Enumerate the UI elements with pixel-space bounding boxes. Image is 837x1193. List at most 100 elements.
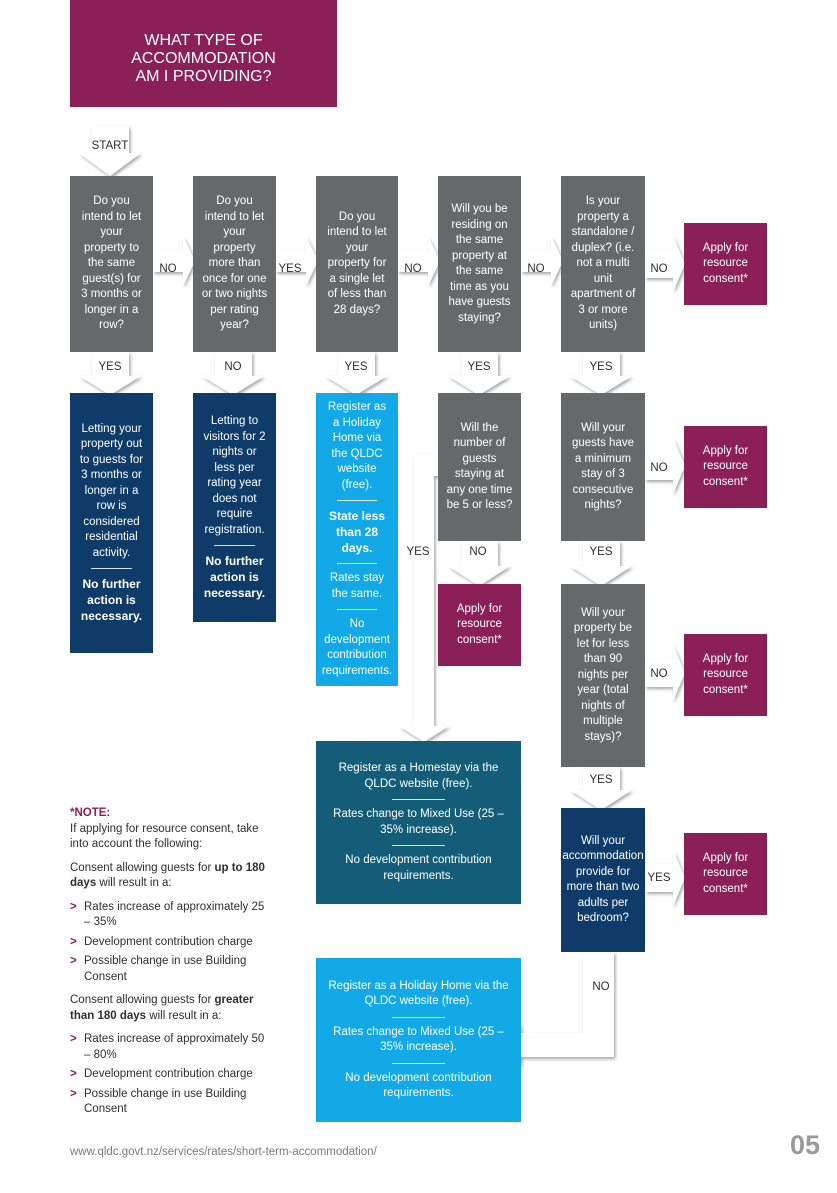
outcome-text: No development contribution requirements… <box>321 618 393 677</box>
question-text: Will you be residing on the same propert… <box>448 203 511 324</box>
divider <box>336 609 378 610</box>
label-no: NO <box>650 263 668 275</box>
label-yes: YES <box>344 361 368 373</box>
question-guest-numbers: Will the number of guests staying at any… <box>438 393 521 541</box>
arrow-q8-no <box>645 645 685 701</box>
outcome-homestay: Register as a Homestay via the QLDC webs… <box>316 741 521 904</box>
note-intro: If applying for resource consent, take i… <box>70 822 259 851</box>
title-line-3: AM I PROVIDING? <box>135 67 272 85</box>
arrow-q3-yes <box>325 352 387 395</box>
question-residing: Will you be residing on the same propert… <box>438 176 521 352</box>
outcome-text: Rates change to Mixed Use (25 – 35% incr… <box>333 1025 504 1054</box>
label-no: NO <box>224 361 242 373</box>
list-item: Development contribution charge <box>70 1067 270 1083</box>
question-adults-per-bedroom: Will your accommodation provide for more… <box>561 808 645 952</box>
question-minimum-stay: Will your guests have a minimum stay of … <box>561 393 645 541</box>
arrow-q1-q2 <box>153 236 195 286</box>
note-group-2-list: Rates increase of approximately 50 – 80%… <box>70 1032 270 1118</box>
note-text: will result in a: <box>146 1009 222 1022</box>
arrow-q5-yes <box>570 352 632 395</box>
list-item: Possible change in use Building Consent <box>70 954 270 985</box>
question-text: Will the number of guests staying at any… <box>446 421 513 512</box>
outcome-text: Register as a Holiday Home via the QLDC … <box>328 979 509 1008</box>
list-item: Possible change in use Building Consent <box>70 1087 270 1118</box>
arrow-q5-consent <box>645 236 685 292</box>
note-text: will result in a: <box>96 877 172 889</box>
question-text: Do you intend to let your property for a… <box>327 210 387 316</box>
apply-consent-box: Apply for resource consent* <box>684 426 767 508</box>
label-yes: YES <box>278 263 302 275</box>
question-text: Is your property a standalone / duplex? … <box>570 195 636 332</box>
divider <box>392 1062 445 1064</box>
note-bold: up to 180 days <box>70 861 265 890</box>
outcome-text: Letting your property out to guests for … <box>79 422 144 559</box>
start-label: START <box>91 140 129 152</box>
divider <box>392 845 445 846</box>
question-nights-per-year: Will your property be let for less than … <box>561 584 645 767</box>
list-item: Development contribution charge <box>70 935 270 951</box>
arrow-q9-yes <box>645 850 685 906</box>
apply-consent-text: Apply for resource consent* <box>702 851 749 895</box>
note-group-1-list: Rates increase of approximately 25 – 35%… <box>70 900 270 986</box>
outcome-text: Rates change to Mixed Use (25 – 35% incr… <box>333 808 504 836</box>
apply-consent-box: Apply for resource consent* <box>684 833 767 915</box>
apply-consent-box: Apply for resource consent* <box>438 584 521 666</box>
label-no: NO <box>527 263 545 275</box>
label-no: NO <box>159 263 177 275</box>
apply-consent-text: Apply for resource consent* <box>702 241 749 285</box>
note-group-2-heading: Consent allowing guests for greater than… <box>70 993 270 1024</box>
label-yes: YES <box>647 872 671 884</box>
question-short-stays: Do you intend to let your property more … <box>193 176 276 352</box>
label-yes: YES <box>467 361 491 373</box>
outcome-bold-text: State less than 28 days. <box>328 509 386 555</box>
label-no: NO <box>404 263 422 275</box>
outcome-text: Letting to visitors for 2 nights or less… <box>203 415 266 536</box>
divider <box>336 563 378 564</box>
outcome-text: Rates stay the same. <box>329 572 385 600</box>
label-yes: YES <box>406 546 430 558</box>
apply-consent-box: Apply for resource consent* <box>684 223 767 305</box>
apply-consent-text: Apply for resource consent* <box>702 652 749 696</box>
note-title: *NOTE: <box>70 807 111 819</box>
arrow-q2-q3 <box>276 236 318 286</box>
title-line-2: ACCOMMODATION <box>131 49 276 67</box>
apply-consent-text: Apply for resource consent* <box>702 444 749 488</box>
apply-consent-text: Apply for resource consent* <box>456 602 503 646</box>
note-text: Consent allowing guests for <box>70 994 215 1006</box>
outcome-bold-text: No further action is necessary. <box>203 554 266 600</box>
label-yes: YES <box>98 361 122 373</box>
arrow-q4-yes <box>448 352 510 395</box>
outcome-text: No development contribution requirements… <box>345 1071 492 1100</box>
divider <box>213 545 256 546</box>
label-no: NO <box>650 462 668 474</box>
outcome-text: Register as a Holiday Home via the QLDC … <box>327 401 387 491</box>
page-number: 05 <box>790 1130 821 1160</box>
divider <box>392 1016 445 1018</box>
list-item: Rates increase of approximately 25 – 35% <box>70 900 270 931</box>
arrow-q3-q4 <box>398 236 440 286</box>
outcome-text: Register as a Homestay via the QLDC webs… <box>338 762 499 790</box>
divider <box>90 568 133 570</box>
arrow-q8-yes <box>570 767 632 810</box>
apply-consent-box: Apply for resource consent* <box>684 634 767 716</box>
note-text: Consent allowing guests for <box>70 861 215 874</box>
question-long-term-letting: Do you intend to let your property to th… <box>70 176 153 352</box>
outcome-no-registration: Letting to visitors for 2 nights or less… <box>193 393 276 622</box>
arrow-q7-no <box>645 438 685 494</box>
arrow-q6-yes <box>399 455 449 742</box>
label-no: NO <box>592 981 610 993</box>
arrow-q7-yes <box>570 541 632 586</box>
arrow-q9-no <box>500 952 614 1067</box>
note-bold: greater than 180 days <box>70 994 254 1022</box>
label-yes: YES <box>589 774 613 786</box>
question-standalone: Is your property a standalone / duplex? … <box>561 176 645 352</box>
question-text: Do you intend to let your property more … <box>201 195 268 332</box>
consent-note: *NOTE: If applying for resource consent,… <box>70 806 270 1126</box>
label-no: NO <box>469 546 487 558</box>
footer-url[interactable]: www.qldc.govt.nz/services/rates/short-te… <box>70 1146 377 1158</box>
outcome-text: No development contribution requirements… <box>345 854 492 882</box>
outcome-bold-text: No further action is necessary. <box>80 577 143 624</box>
divider <box>336 500 378 501</box>
arrow-q4-q5 <box>521 236 563 286</box>
